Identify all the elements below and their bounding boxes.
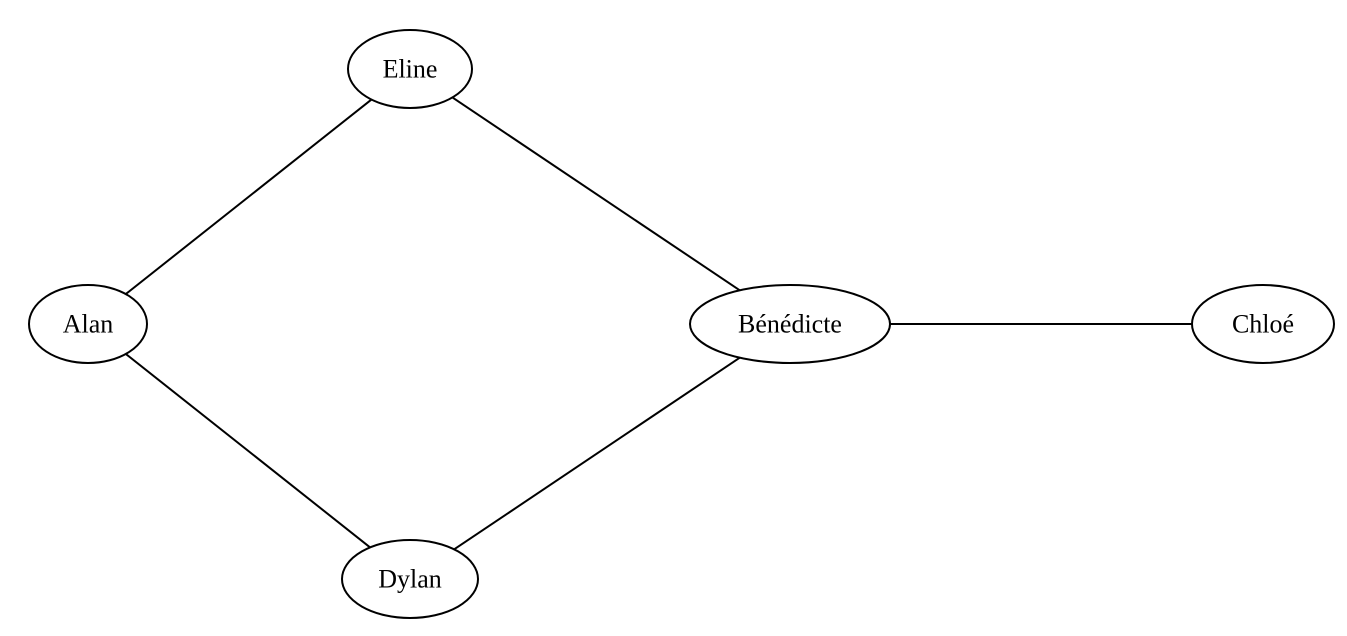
edge-eline-alan — [125, 98, 373, 295]
edge-eline-benedicte — [451, 96, 741, 292]
edges-layer — [125, 96, 1192, 551]
node-label-dylan: Dylan — [378, 565, 442, 594]
node-label-eline: Eline — [383, 55, 438, 84]
node-ellipse-dylan — [341, 539, 479, 619]
node-dylan: Dylan — [341, 539, 479, 619]
node-chloe: Chloé — [1191, 284, 1335, 364]
node-ellipse-eline — [347, 29, 473, 109]
node-label-benedicte: Bénédicte — [738, 310, 842, 339]
node-label-chloe: Chloé — [1232, 310, 1294, 339]
node-benedicte: Bénédicte — [689, 284, 891, 364]
edge-benedicte-dylan — [453, 356, 741, 551]
node-ellipse-alan — [28, 284, 148, 364]
node-ellipse-benedicte — [689, 284, 891, 364]
node-alan: Alan — [28, 284, 148, 364]
node-ellipse-chloe — [1191, 284, 1335, 364]
edge-alan-dylan — [125, 353, 371, 549]
node-label-alan: Alan — [63, 310, 114, 339]
node-eline: Eline — [347, 29, 473, 109]
